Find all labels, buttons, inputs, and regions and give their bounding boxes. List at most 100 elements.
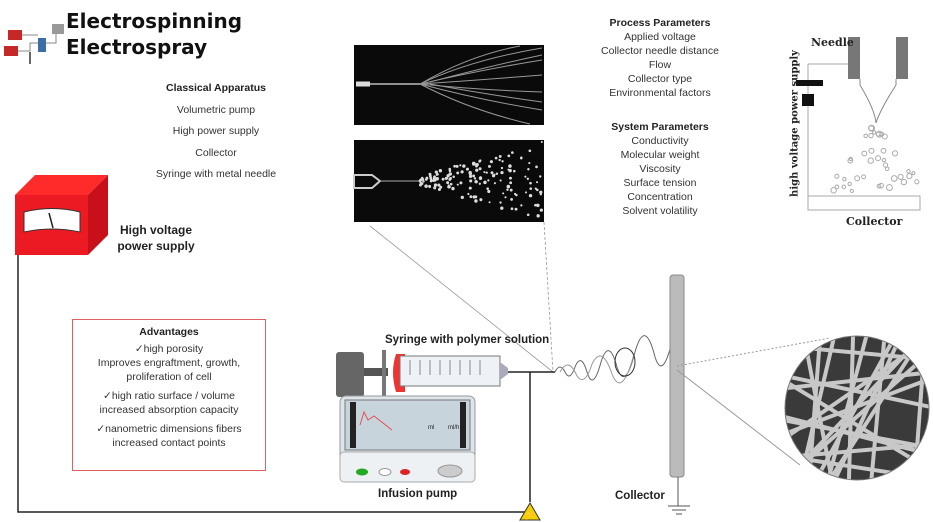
spray-droplet <box>468 186 472 190</box>
spray-droplet <box>424 184 428 188</box>
spray-droplet <box>528 162 531 165</box>
spray-droplet <box>526 177 530 180</box>
spray-droplet <box>487 189 491 194</box>
spray-droplet <box>447 185 451 189</box>
check-icon: ✓ <box>134 343 144 355</box>
spray-droplet <box>435 176 440 181</box>
spray-droplet <box>479 198 483 202</box>
pump-screen-label: ml <box>428 425 435 431</box>
advantage-group: ✓high ratio surface / volume increased a… <box>73 389 265 417</box>
spray-droplet <box>430 179 433 182</box>
power-supply-box <box>15 175 108 255</box>
spray-droplet <box>493 173 496 176</box>
power-supply-label-line2: power supply <box>117 239 195 253</box>
spray-droplet <box>529 187 533 190</box>
spray-droplet <box>495 172 499 176</box>
droplet <box>842 177 847 182</box>
spray-droplet <box>507 154 511 158</box>
spray-droplet <box>499 179 502 182</box>
high-voltage-warning-icon: ⚡ <box>519 502 541 521</box>
schematic-collector-label: Collector <box>846 215 903 228</box>
spray-droplet <box>528 149 532 153</box>
spray-droplet <box>540 140 543 144</box>
droplet <box>854 175 861 182</box>
title-electrospray: Electrospray <box>66 35 208 59</box>
spray-droplet <box>498 158 501 162</box>
droplet <box>867 157 874 164</box>
spray-droplet <box>459 164 462 167</box>
spray-droplet <box>539 190 543 194</box>
system-parameter-item: Conductivity <box>631 135 689 147</box>
spray-droplet <box>520 156 523 160</box>
electrospinning-setup-icon <box>4 24 64 64</box>
nanofiber <box>869 336 887 480</box>
spray-droplet <box>501 160 504 163</box>
droplet <box>841 184 847 190</box>
infusion-pump <box>336 350 508 483</box>
check-icon: ✓ <box>96 423 106 435</box>
spray-droplet <box>509 176 512 180</box>
droplet <box>906 173 913 180</box>
nanofiber <box>785 370 929 391</box>
check-icon: ✓ <box>103 390 112 402</box>
spray-droplet <box>472 174 476 178</box>
spray-droplet <box>506 184 511 189</box>
droplet <box>875 155 882 162</box>
nanofiber <box>798 336 837 480</box>
advantages-heading: Advantages <box>139 326 199 338</box>
droplet <box>834 184 840 190</box>
spray-droplet <box>446 177 449 180</box>
classical-apparatus-heading: Classical Apparatus <box>166 82 266 94</box>
spray-droplet <box>535 165 538 169</box>
spray-droplet <box>474 199 478 203</box>
collector-plate <box>668 274 690 515</box>
spray-droplet <box>493 182 496 185</box>
spray-droplet <box>511 151 514 154</box>
spray-droplet <box>455 164 459 168</box>
electrospinning-photo <box>354 45 544 125</box>
fiber-sem-image <box>785 336 929 480</box>
droplet <box>868 124 875 132</box>
spray-droplet <box>534 203 537 207</box>
advantage-detail: increased absorption capacity <box>99 404 239 416</box>
droplet <box>868 147 875 154</box>
advantage-detail: increased contact points <box>112 437 226 449</box>
droplet <box>906 169 911 174</box>
advantage-title: ✓high ratio surface / volume <box>103 390 235 402</box>
droplet <box>847 157 854 164</box>
droplet <box>830 186 837 194</box>
spray-droplet <box>514 192 517 196</box>
spray-droplet <box>500 166 504 170</box>
supply-label-vertical: high voltage power supply <box>789 50 801 197</box>
spray-droplet <box>472 195 476 199</box>
advantage-group: ✓nanometric dimensions fibers increased … <box>73 422 265 450</box>
process-parameter-item: Flow <box>648 59 672 71</box>
pump-screen-label: ml/h <box>448 425 460 431</box>
process-parameter-item: Collector needle distance <box>601 45 719 57</box>
process-parameters-heading: Process Parameters <box>609 17 711 29</box>
spray-droplet <box>529 181 532 185</box>
spray-droplet <box>494 156 498 160</box>
system-parameter-item: Viscosity <box>639 163 681 175</box>
droplet <box>885 184 893 191</box>
spray-droplet <box>507 168 510 171</box>
apparatus-item: Syringe with metal needle <box>155 168 277 180</box>
svg-text:⚡: ⚡ <box>524 508 536 521</box>
system-parameter-item: Concentration <box>627 191 693 203</box>
droplet <box>882 162 889 168</box>
spray-droplet <box>475 195 478 198</box>
advantages-box: Advantages ✓high porosity Improves engra… <box>72 319 266 471</box>
advantage-title: ✓nanometric dimensions fibers <box>96 423 242 435</box>
title-electrospinning: Electrospinning <box>66 9 243 33</box>
apparatus-item: High power supply <box>172 125 260 137</box>
spray-droplet <box>474 179 478 184</box>
spray-droplet <box>539 175 542 178</box>
system-parameters-list: System Parameters Conductivity Molecular… <box>580 120 740 218</box>
spray-droplet <box>459 181 463 185</box>
spray-droplet <box>487 164 491 168</box>
spray-droplet <box>478 167 482 171</box>
spray-droplet <box>510 207 514 211</box>
spray-droplet <box>448 169 452 173</box>
spray-droplet <box>509 188 513 192</box>
spray-droplet <box>499 201 502 204</box>
